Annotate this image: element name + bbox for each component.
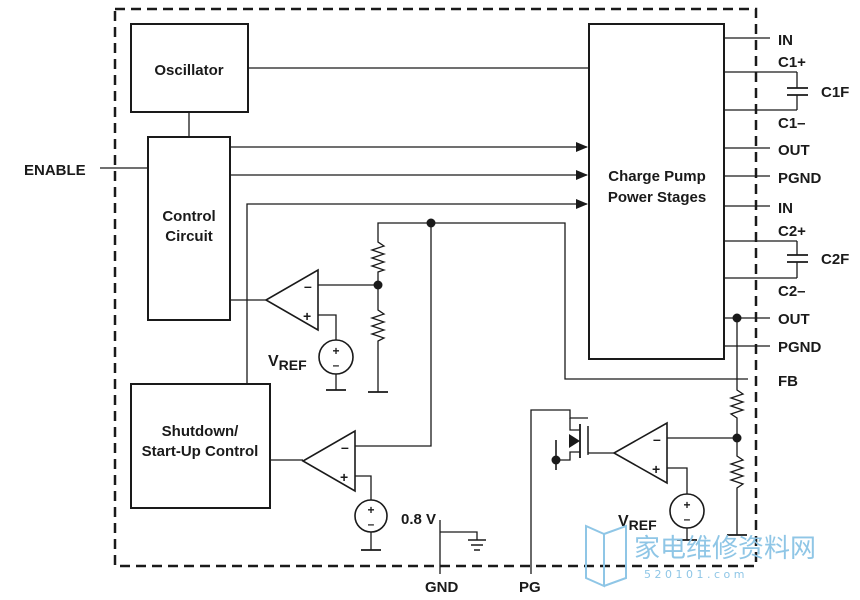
pin-in-2: IN [778, 200, 793, 217]
vref-label-1: VREF [268, 353, 307, 373]
pin-pgnd-1: PGND [778, 170, 822, 187]
pin-fb: FB [778, 373, 798, 390]
fet-arrow-icon [569, 434, 580, 448]
charge-pump-block: Charge Pump Power Stages [588, 23, 725, 360]
svg-text:+: + [332, 344, 339, 358]
charge-pump-label-line1: Charge Pump [608, 168, 706, 185]
junction-dots [373, 218, 742, 465]
oscillator-block: Oscillator [130, 23, 249, 113]
pin-in-1: IN [778, 32, 793, 49]
control-circuit-block: Control Circuit [147, 136, 231, 321]
watermark-logo-icon [585, 524, 627, 588]
charge-pump-label-line2: Power Stages [608, 189, 706, 206]
wires [100, 37, 808, 574]
comparator-1-minus: – [304, 278, 312, 294]
pin-pgnd-2: PGND [778, 339, 822, 356]
pin-out-1: OUT [778, 142, 810, 159]
comparator-2-minus: – [341, 439, 349, 455]
svg-text:–: – [333, 358, 340, 372]
comparator-2: – + [301, 429, 356, 493]
v08-label: 0.8 V [401, 511, 436, 528]
comparator-1-plus: + [303, 308, 311, 324]
v08-source: + – [354, 499, 388, 533]
package-boundary [113, 7, 758, 568]
comparator-3-minus: – [653, 431, 661, 447]
comparator-3-plus: + [652, 461, 660, 477]
svg-text:–: – [684, 512, 691, 526]
pin-c2-plus: C2+ [778, 223, 806, 240]
vref-source-1: + – [318, 339, 354, 375]
pin-pg: PG [519, 579, 541, 596]
shutdown-label-line2: Start-Up Control [142, 443, 259, 460]
shutdown-block: Shutdown/ Start-Up Control [130, 383, 271, 509]
svg-text:+: + [367, 503, 374, 517]
oscillator-label: Oscillator [154, 62, 223, 79]
pin-c2-minus: C2– [778, 283, 806, 300]
pin-c1f: C1F [821, 84, 849, 101]
pin-c1-minus: C1– [778, 115, 806, 132]
comparator-2-plus: + [340, 469, 348, 485]
comparator-3: – + [612, 421, 668, 485]
vref-source-2: + – [669, 493, 705, 529]
svg-text:–: – [368, 517, 375, 531]
watermark: 家电维修资料网 5 2 0 1 0 1 . c o m [585, 524, 816, 588]
pin-c1-plus: C1+ [778, 54, 806, 71]
vref-label-2: VREF [618, 513, 657, 533]
comparator-1: – + [264, 268, 319, 332]
pin-enable: ENABLE [24, 162, 86, 179]
pin-labels: ENABLE IN C1+ C1F C1– OUT PGND IN C2+ C2… [24, 32, 849, 596]
watermark-domain: 5 2 0 1 0 1 . c o m [644, 568, 744, 581]
pin-out-2: OUT [778, 311, 810, 328]
pin-gnd: GND [425, 579, 459, 596]
control-label-line1: Control [162, 208, 215, 225]
control-label-line2: Circuit [165, 228, 213, 245]
watermark-chinese: 家电维修资料网 [634, 534, 816, 564]
svg-text:+: + [683, 498, 690, 512]
pin-c2f: C2F [821, 251, 849, 268]
shutdown-label-line1: Shutdown/ [162, 423, 239, 440]
